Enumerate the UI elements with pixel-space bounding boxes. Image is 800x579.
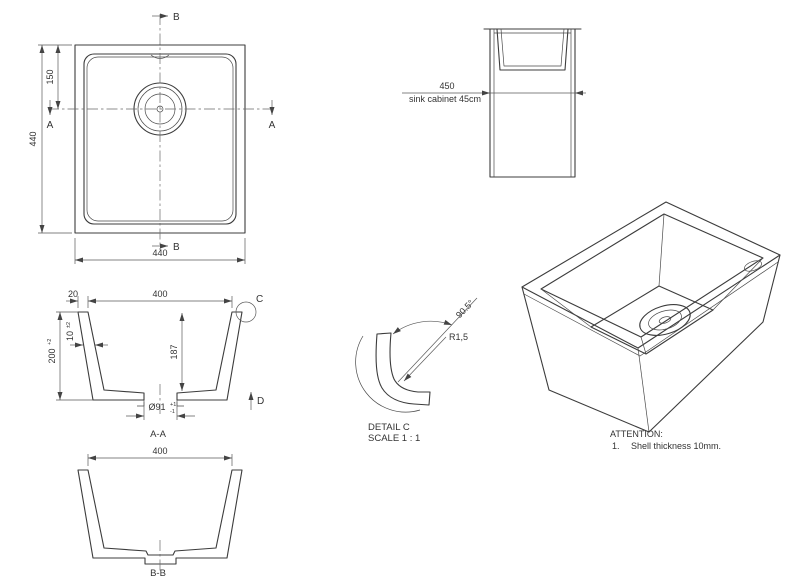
section-bb-shell	[77, 469, 243, 565]
section-aa-dim-400-label: 400	[152, 289, 167, 299]
direction-d-label: D	[257, 396, 264, 407]
plan-dim-width-label: 440	[152, 248, 167, 258]
cabinet-inner-walls	[493, 29, 572, 177]
section-aa-shell-left	[77, 311, 145, 401]
iso-bowl-floor	[590, 285, 714, 355]
section-aa-dim-200-label: 200	[47, 348, 57, 363]
iso-drain-inner	[648, 309, 682, 331]
detail-c-scale: SCALE 1 : 1	[368, 433, 420, 444]
cabinet-side-view: 450 sink cabinet 45cm	[402, 28, 586, 178]
iso-body-silhouette	[521, 254, 781, 433]
plan-view: B B A A 440 150 440	[28, 12, 276, 264]
cabinet-outline	[483, 28, 582, 178]
iso-outer-rim	[521, 201, 781, 349]
section-b-label-top: B	[173, 12, 180, 23]
detail-c-angle-line	[397, 297, 478, 383]
cabinet-sink-outer-profile	[496, 28, 569, 71]
section-a-label-left: A	[47, 120, 54, 131]
detail-c-marker-label: C	[256, 294, 263, 305]
cabinet-sink-inner-profile	[500, 28, 565, 67]
section-aa-dim-drain-tol-upper: +1	[170, 402, 176, 408]
plan-dim-drain-offset-label: 150	[45, 69, 55, 84]
section-bb-title: B-B	[150, 568, 166, 579]
detail-c-radius-label: R1,5	[449, 332, 468, 342]
isometric-view	[521, 201, 781, 433]
section-aa-dim-10-label: 10	[65, 331, 75, 341]
section-bb-view: 400 B-B	[77, 446, 243, 579]
detail-c-break-boundary	[355, 335, 421, 413]
attention-note: ATTENTION: 1. Shell thickness 10mm.	[610, 429, 721, 451]
plan-dim-height-label: 440	[28, 131, 38, 146]
detail-c-view: 90.5° R1,5 DETAIL C SCALE 1 : 1	[355, 297, 478, 444]
iso-under-rim-line	[523, 261, 779, 357]
attention-heading: ATTENTION:	[610, 429, 663, 439]
detail-c-title: DETAIL C	[368, 422, 410, 433]
section-aa-dim-20-label: 20	[68, 289, 78, 299]
detail-c-angle-label: 90.5°	[454, 298, 476, 320]
cabinet-dim-width-label: 450	[439, 81, 454, 91]
plan-extension-lines	[38, 44, 246, 264]
attention-note-number: 1.	[612, 441, 620, 451]
detail-c-marker-circle	[235, 301, 257, 323]
section-b-label-bottom: B	[173, 242, 180, 253]
detail-c-angle-arc	[392, 319, 453, 335]
iso-bowl-corner-edges	[540, 213, 764, 355]
section-aa-dim-drain-label: Ø91	[148, 402, 165, 412]
detail-c-radius-leader	[403, 336, 447, 382]
iso-drain-outer	[639, 304, 691, 336]
section-aa-dim-drain-tol-lower: -1	[170, 409, 175, 415]
iso-drain-center	[658, 316, 672, 324]
cabinet-caption: sink cabinet 45cm	[409, 94, 481, 104]
section-aa-shell-right	[176, 311, 243, 401]
iso-overflow-hole	[744, 260, 762, 272]
section-aa-title: A-A	[150, 429, 167, 440]
section-bb-dim-400-label: 400	[152, 446, 167, 456]
attention-note-text: Shell thickness 10mm.	[631, 441, 721, 451]
section-aa-dim-10-tolerance: ±2	[66, 322, 72, 328]
iso-front-corner-edge	[637, 347, 650, 433]
section-aa-dim-187-label: 187	[169, 344, 179, 359]
section-aa-view: 400 20 200 +2 10 ±2 187 Ø91 +1 -1 C D A-…	[47, 289, 264, 440]
section-aa-dim-200-tolerance: +2	[47, 339, 53, 345]
section-a-label-right: A	[269, 120, 276, 131]
iso-inner-rim	[540, 213, 764, 338]
detail-c-shell-section	[375, 332, 431, 406]
